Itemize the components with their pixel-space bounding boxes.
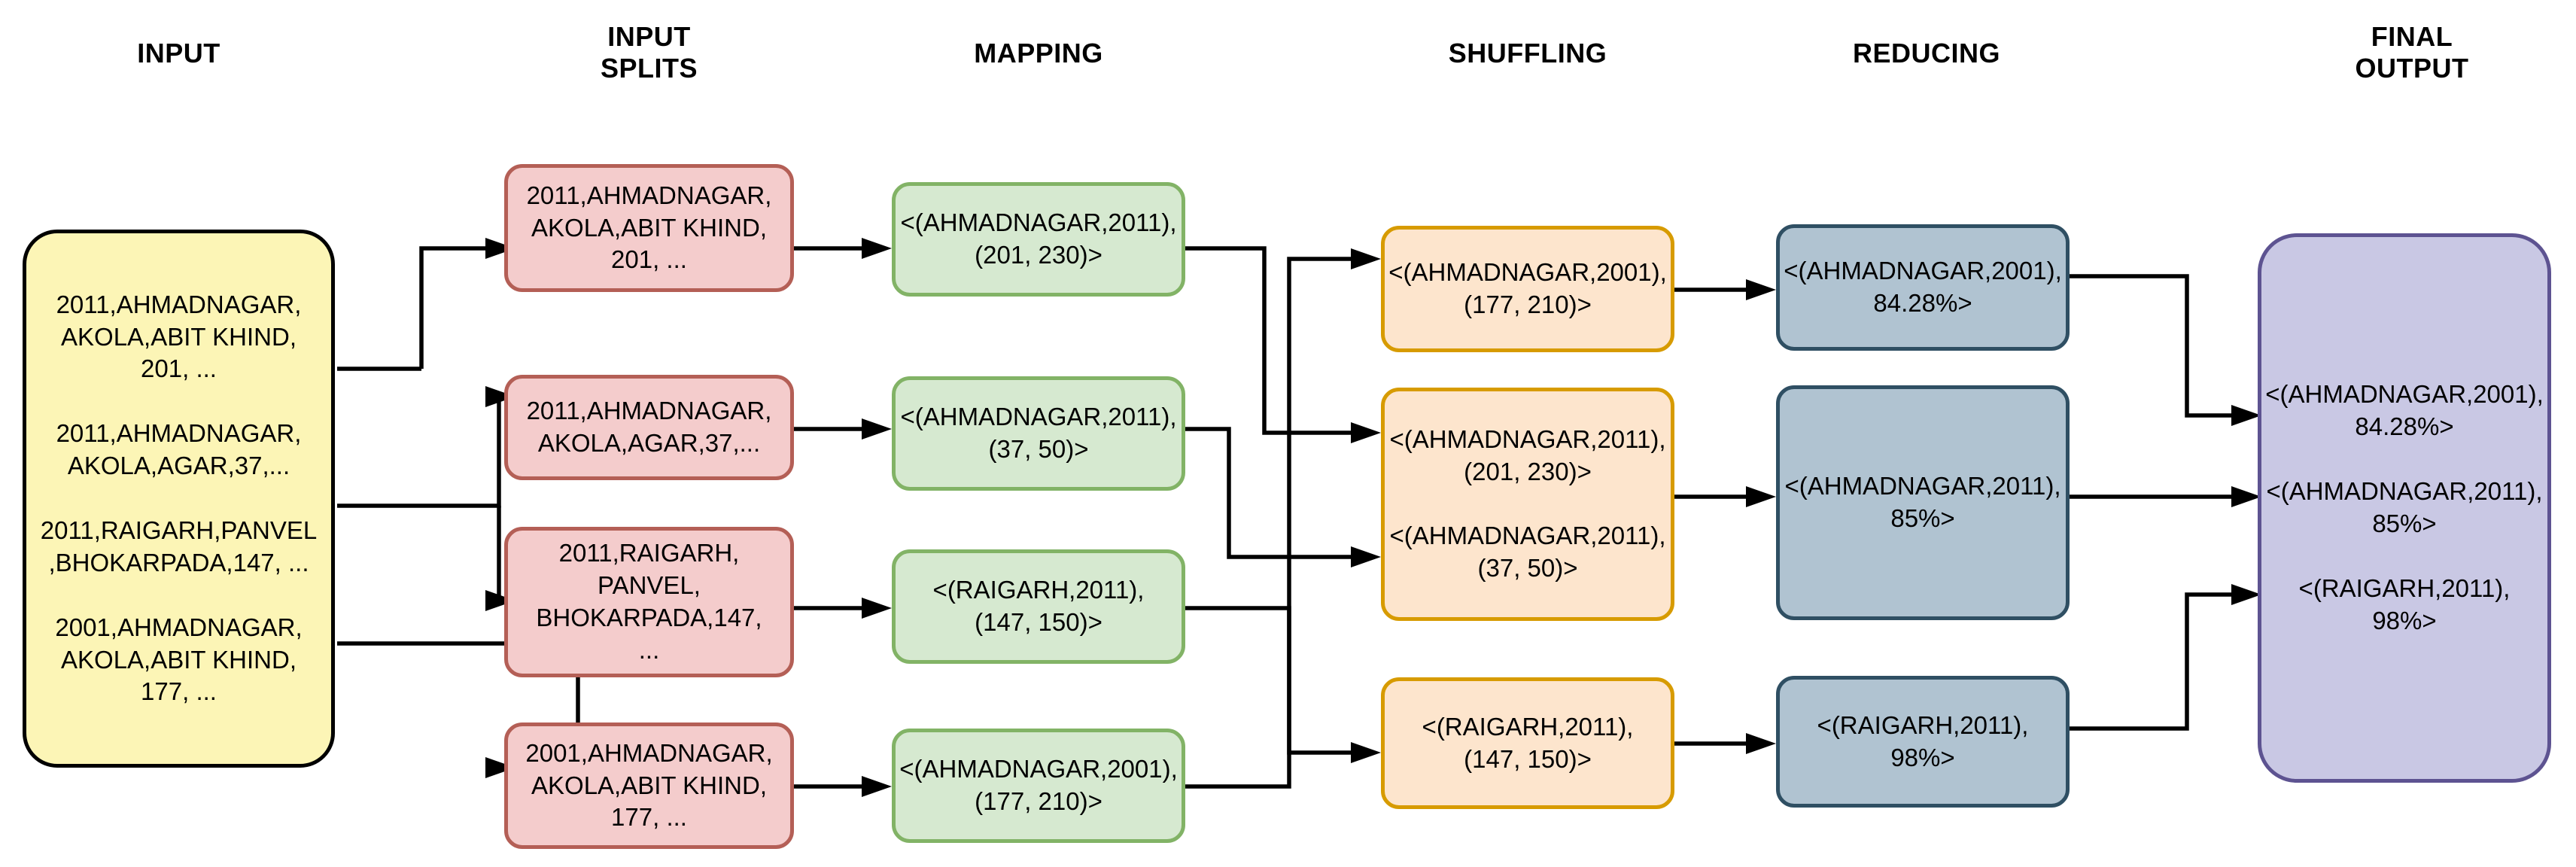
arrowhead-shuffle1 (1351, 248, 1381, 269)
input-node[interactable]: 2011,AHMADNAGAR, AKOLA,ABIT KHIND, 201, … (23, 230, 335, 768)
wire-reduce1-final (2070, 274, 2231, 418)
mapping-node-3[interactable]: <(RAIGARH,2011), (147, 150)> (892, 549, 1185, 664)
input-split-node-2[interactable]: 2011,AHMADNAGAR, AKOLA,AGAR,37,... (504, 375, 794, 480)
column-header-mapping: MAPPING (974, 38, 1103, 68)
arrowhead-final-3 (2231, 584, 2261, 605)
mapping-node-1[interactable]: <(AHMADNAGAR,2011), (201, 230)> (892, 182, 1185, 297)
arrowhead-map-2 (862, 418, 892, 440)
arrowhead-map-4 (862, 776, 892, 797)
reducing-node-3[interactable]: <(RAIGARH,2011), 98%> (1776, 676, 2070, 808)
mapping-node-2[interactable]: <(AHMADNAGAR,2011), (37, 50)> (892, 376, 1185, 491)
arrowhead-shuffle2-b (1351, 546, 1381, 567)
reducing-node-2[interactable]: <(AHMADNAGAR,2011), 85%> (1776, 385, 2070, 620)
column-header-reducing: REDUCING (1852, 38, 2000, 68)
wire-map3-shuffle3 (1185, 606, 1351, 755)
input-split-node-3[interactable]: 2011,RAIGARH, PANVEL, BHOKARPADA,147, ..… (504, 527, 794, 677)
wire-map1-shuffle2 (1185, 246, 1351, 435)
wire-reduce3-final (2070, 592, 2231, 731)
mapping-node-4[interactable]: <(AHMADNAGAR,2001), (177, 210)> (892, 729, 1185, 843)
shuffling-node-1[interactable]: <(AHMADNAGAR,2001), (177, 210)> (1381, 226, 1674, 352)
wire-input-split-1 (419, 246, 485, 369)
wire-input-split-3 (485, 506, 501, 603)
arrowhead-reduce-2 (1746, 486, 1776, 507)
column-header-shuffling: SHUFFLING (1448, 38, 1607, 68)
input-split-node-1[interactable]: 2011,AHMADNAGAR, AKOLA,ABIT KHIND, 201, … (504, 164, 794, 292)
arrowhead-reduce-1 (1746, 279, 1776, 300)
final-output-node[interactable]: <(AHMADNAGAR,2001), 84.28%> <(AHMADNAGAR… (2258, 233, 2551, 783)
arrowhead-final-1 (2231, 405, 2261, 426)
arrowhead-final-2 (2231, 486, 2261, 507)
arrowhead-shuffle3 (1351, 742, 1381, 763)
arrowhead-shuffle2-a (1351, 422, 1381, 443)
arrowhead-reduce-3 (1746, 733, 1776, 754)
shuffling-node-3[interactable]: <(RAIGARH,2011), (147, 150)> (1381, 677, 1674, 809)
wire-map2-shuffle2 (1185, 427, 1351, 559)
arrowhead-map-1 (862, 238, 892, 259)
column-header-input: INPUT (137, 38, 220, 68)
column-header-final-output: FINAL OUTPUT (2355, 21, 2469, 84)
input-split-node-4[interactable]: 2001,AHMADNAGAR, AKOLA,ABIT KHIND, 177, … (504, 722, 794, 849)
arrowhead-map-3 (862, 598, 892, 619)
wire-map4-shuffle1 (1185, 257, 1351, 789)
reducing-node-1[interactable]: <(AHMADNAGAR,2001), 84.28%> (1776, 224, 2070, 351)
column-header-input-splits: INPUT SPLITS (600, 21, 698, 84)
wire-input-split-2-seg (421, 394, 501, 508)
shuffling-node-2[interactable]: <(AHMADNAGAR,2011), (201, 230)> <(AHMADN… (1381, 388, 1674, 621)
